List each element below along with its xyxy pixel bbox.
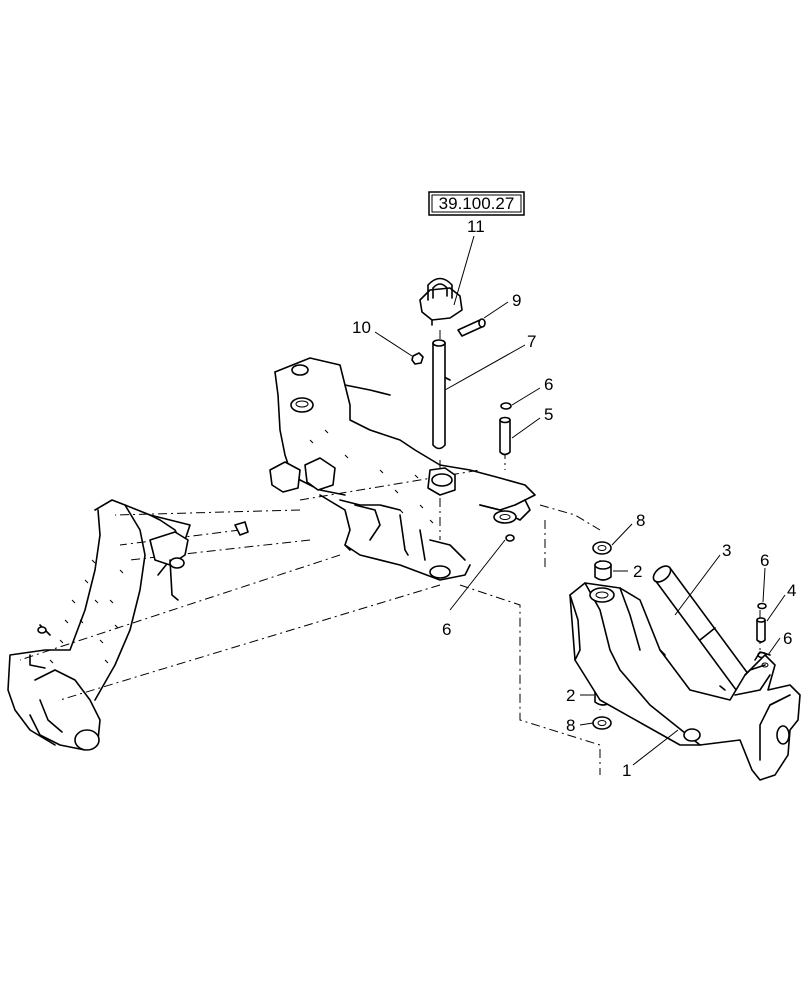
part-6-washer-right-upper (757, 602, 767, 610)
callout-2-lower: 2 (566, 686, 575, 705)
callout-11: 11 (467, 217, 485, 236)
callout-4: 4 (787, 581, 796, 600)
callout-labels: 11 9 10 7 6 5 8 2 3 6 4 6 6 2 8 1 (352, 217, 796, 780)
callout-1: 1 (622, 761, 631, 780)
callout-8-upper: 8 (636, 511, 645, 530)
callout-5: 5 (544, 405, 553, 424)
callout-6-center: 6 (442, 620, 451, 639)
callout-2-upper: 2 (633, 562, 642, 581)
callout-9: 9 (512, 291, 521, 310)
part-10-nut (411, 352, 424, 365)
callout-10: 10 (352, 318, 371, 337)
part-5-pin (499, 416, 511, 456)
part-8-washer-upper (592, 541, 612, 555)
part-11-bracket (419, 277, 463, 326)
part-2-bushing-upper (594, 560, 612, 581)
boom-arm-assembly (7, 499, 249, 751)
reference-box[interactable]: 39.100.27 (428, 191, 525, 216)
callout-3: 3 (722, 541, 731, 560)
leader-lines (374, 235, 786, 766)
callout-6-right-upper: 6 (760, 551, 769, 570)
callout-7: 7 (527, 332, 536, 351)
part-6-washer-center (505, 534, 515, 542)
callout-8-lower: 8 (566, 716, 575, 735)
callout-6-right-lower: 6 (783, 629, 792, 648)
callout-6-upper: 6 (544, 375, 553, 394)
reference-box-text[interactable]: 39.100.27 (439, 194, 515, 213)
frame-mounting-plates (269, 357, 536, 581)
part-4-pin (756, 617, 766, 643)
part-9-pin (457, 318, 486, 337)
part-7-long-pin (432, 339, 446, 450)
part-8-washer-lower (592, 716, 612, 730)
part-1-swing-arm (569, 582, 801, 781)
part-6-washer-upper (500, 402, 512, 410)
